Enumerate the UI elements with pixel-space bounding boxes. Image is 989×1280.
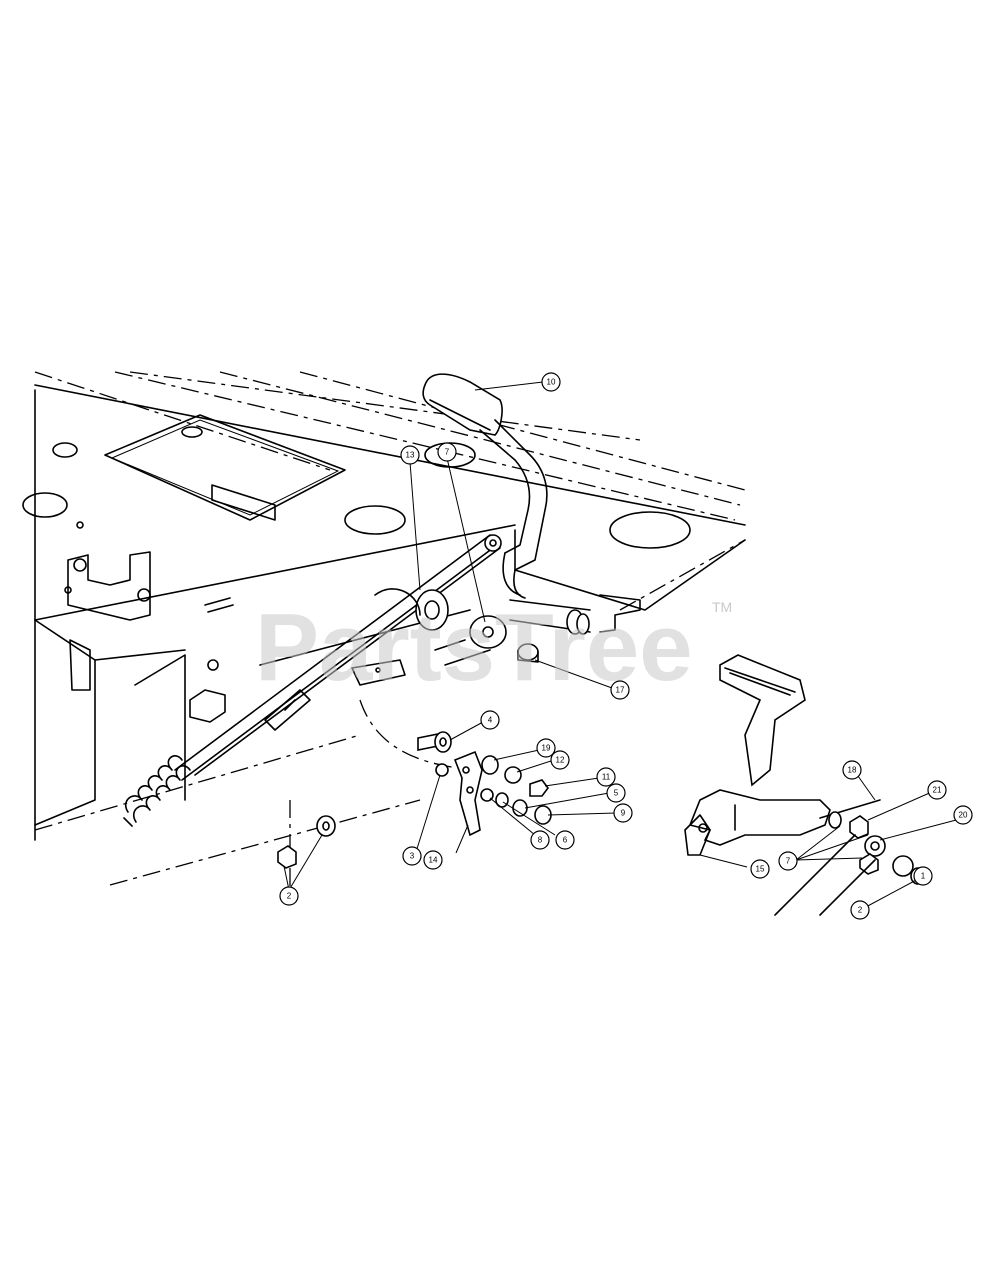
svg-text:1: 1 [921,872,926,881]
floor-nuts [277,815,336,869]
callout-15[interactable]: 15 [750,859,770,879]
callout-14[interactable]: 14 [423,850,443,870]
svg-text:2: 2 [287,892,292,901]
callout-20[interactable]: 20 [953,805,973,825]
main-pedal [422,373,548,599]
callout-1[interactable]: 1 [913,866,933,886]
svg-text:6: 6 [563,836,568,845]
svg-text:19: 19 [542,744,551,753]
callout-9[interactable]: 9 [613,803,633,823]
svg-text:14: 14 [429,856,438,865]
svg-text:9: 9 [621,809,626,818]
brake-spring [123,755,191,827]
svg-text:15: 15 [756,865,765,874]
watermark-trademark: TM [712,599,732,615]
svg-text:11: 11 [602,773,611,782]
right-pedal [684,654,831,856]
callout-7-right[interactable]: 7 [778,851,798,871]
svg-text:13: 13 [406,451,415,460]
callout-6[interactable]: 6 [555,830,575,850]
callout-2-right[interactable]: 2 [850,900,870,920]
svg-text:7: 7 [445,448,450,457]
mount-bolt [417,731,452,753]
svg-text:3: 3 [410,852,415,861]
svg-text:17: 17 [616,686,625,695]
svg-text:12: 12 [556,756,565,765]
svg-text:10: 10 [547,378,556,387]
link-bracket [435,750,483,837]
svg-text:20: 20 [959,811,968,820]
callout-2-left[interactable]: 2 [279,886,299,906]
svg-text:5: 5 [614,789,619,798]
callout-13[interactable]: 13 [400,445,420,465]
right-hardware [774,799,926,916]
callout-11[interactable]: 11 [596,767,616,787]
shaft-assembly [509,594,641,663]
access-panel [104,414,346,521]
svg-text:7: 7 [786,857,791,866]
callout-19[interactable]: 19 [536,738,556,758]
svg-text:18: 18 [848,766,857,775]
idler-pulley [374,588,507,666]
callout-4[interactable]: 4 [480,710,500,730]
svg-text:4: 4 [488,716,493,725]
callout-7-top[interactable]: 7 [437,442,457,462]
callout-10[interactable]: 10 [541,372,561,392]
left-bracket [67,551,151,691]
pedal-plate [351,659,406,686]
callout-21[interactable]: 21 [927,780,947,800]
callout-8[interactable]: 8 [530,830,550,850]
frame-outline [34,371,746,900]
callout-12[interactable]: 12 [550,750,570,770]
callout-17[interactable]: 17 [610,680,630,700]
deck-holes [22,442,691,723]
callout-3[interactable]: 3 [402,846,422,866]
callout-5[interactable]: 5 [606,783,626,803]
svg-text:2: 2 [858,906,863,915]
brake-rod [174,534,502,781]
hardware-stack [480,755,552,825]
watermark-text: PartsTree [255,594,693,701]
callout-18[interactable]: 18 [842,760,862,780]
svg-text:21: 21 [933,786,942,795]
svg-text:8: 8 [538,836,543,845]
